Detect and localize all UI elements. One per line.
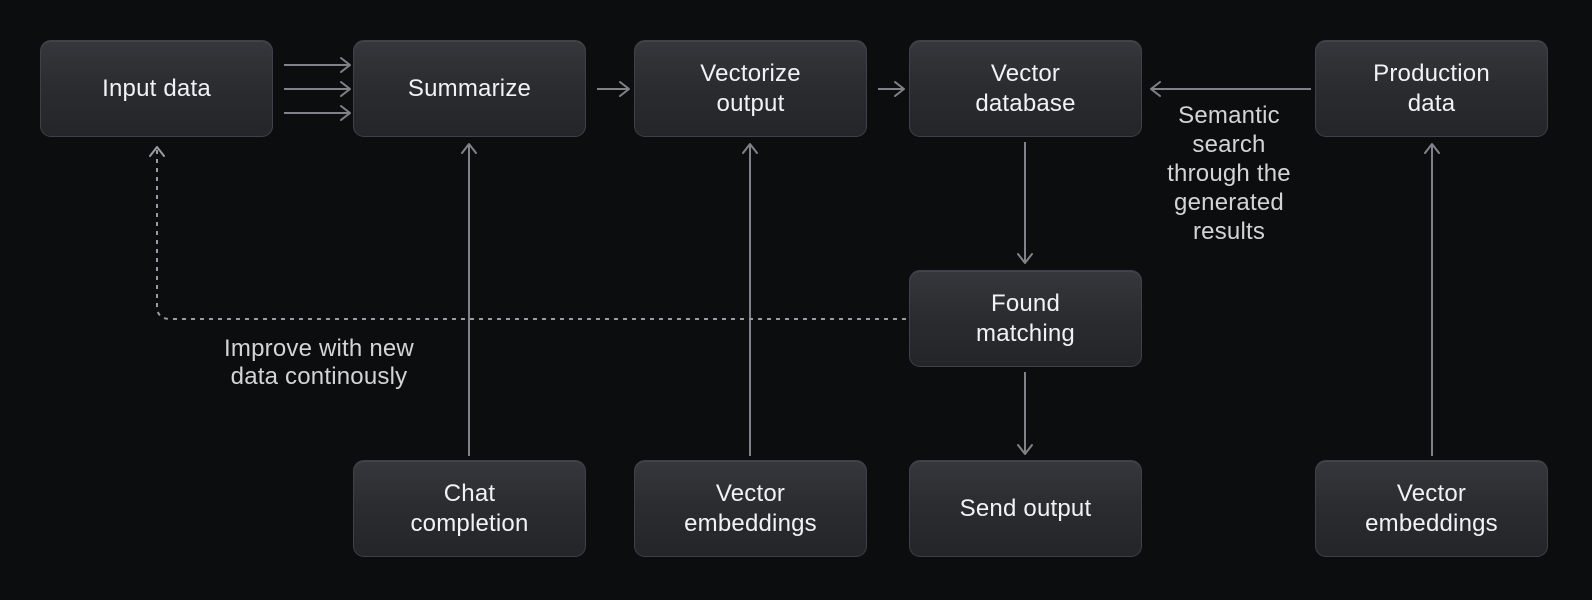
arrowhead-embeddings-to-production — [1424, 143, 1440, 154]
node-vector-database: Vector database — [909, 40, 1142, 137]
node-label-send-output: Send output — [959, 494, 1092, 522]
edge-vectorize-to-vectordb — [878, 81, 905, 97]
node-vector-embeddings-right: Vector embeddings — [1315, 460, 1548, 557]
edge-vectordb-to-found — [1017, 142, 1033, 264]
edge-chat-to-summarize — [461, 143, 477, 456]
edge-found-to-input-feedback — [149, 146, 906, 320]
node-label-summarize: Summarize — [407, 74, 532, 102]
arrowhead-found-to-input-feedback — [149, 146, 165, 157]
edge-production-to-vectordb — [1150, 81, 1311, 97]
node-label-vectorize-output: Vectorize output — [700, 59, 801, 117]
edge-found-to-send — [1017, 372, 1033, 455]
arrowhead-embeddings-to-vectorize — [742, 143, 758, 154]
improve-note: Improve with new data continously — [224, 335, 414, 390]
node-summarize: Summarize — [353, 40, 586, 137]
arrowhead-vectordb-to-found — [1017, 253, 1033, 264]
arrowhead-input-to-summarize-3 — [340, 105, 351, 121]
node-label-found-matching: Found matching — [976, 289, 1075, 347]
node-label-vector-embeddings-right: Vector embeddings — [1365, 479, 1498, 537]
arrowhead-input-to-summarize-2 — [340, 81, 351, 97]
arrowhead-found-to-send — [1017, 444, 1033, 455]
arrowhead-vectorize-to-vectordb — [894, 81, 905, 97]
edge-input-to-summarize-3 — [284, 105, 351, 121]
arrowhead-production-to-vectordb — [1150, 81, 1161, 97]
node-vectorize-output: Vectorize output — [634, 40, 867, 137]
edge-input-to-summarize-2 — [284, 81, 351, 97]
arrowhead-summarize-to-vectorize — [619, 81, 630, 97]
node-send-output: Send output — [909, 460, 1142, 557]
node-label-vector-database: Vector database — [975, 59, 1076, 117]
edge-summarize-to-vectorize — [597, 81, 630, 97]
edge-input-to-summarize-1 — [284, 57, 351, 73]
node-vector-embeddings-left: Vector embeddings — [634, 460, 867, 557]
node-label-chat-completion: Chat completion — [410, 479, 529, 537]
arrowhead-input-to-summarize-1 — [340, 57, 351, 73]
edge-embeddings-to-production — [1424, 143, 1440, 456]
node-label-vector-embeddings-left: Vector embeddings — [684, 479, 817, 537]
node-chat-completion: Chat completion — [353, 460, 586, 557]
semantic-search-note: Semantic search through the generated re… — [1167, 102, 1291, 245]
node-input-data: Input data — [40, 40, 273, 137]
edge-embeddings-to-vectorize — [742, 143, 758, 456]
node-production-data: Production data — [1315, 40, 1548, 137]
node-label-input-data: Input data — [102, 74, 211, 102]
node-found-matching: Found matching — [909, 270, 1142, 367]
node-label-production-data: Production data — [1373, 59, 1490, 117]
arrowhead-chat-to-summarize — [461, 143, 477, 154]
